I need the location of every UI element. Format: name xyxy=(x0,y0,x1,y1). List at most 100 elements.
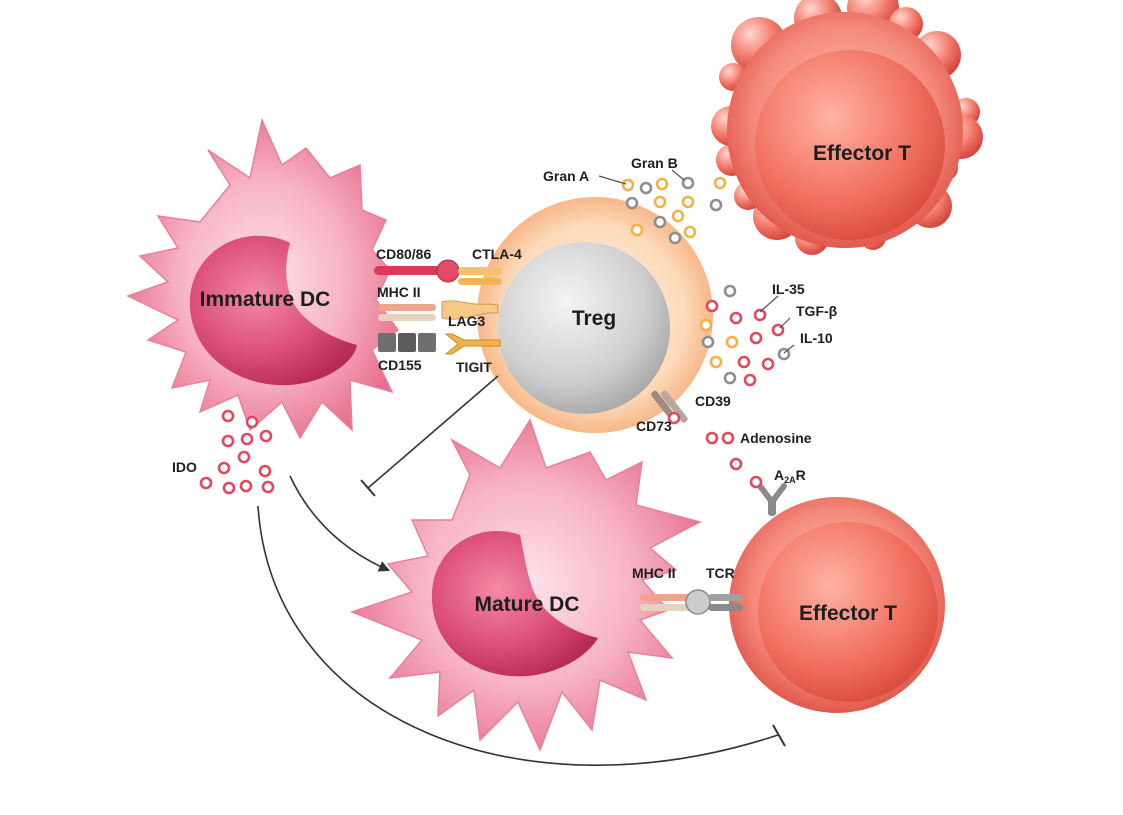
cytokine-dot xyxy=(709,355,723,369)
lag3-receptor xyxy=(441,300,499,320)
adenosine-dot xyxy=(667,411,681,425)
granzyme-dot xyxy=(713,176,727,190)
cd155-receptor-b xyxy=(398,333,416,352)
a2ar-receptor xyxy=(757,483,787,516)
cytokine-dot xyxy=(749,331,763,345)
ido-dot xyxy=(217,461,231,475)
cytokine-dot xyxy=(737,355,751,369)
cytokine-dot xyxy=(705,299,719,313)
effector-t-top-cell: Effector T xyxy=(711,0,983,255)
tcr-receptor-a xyxy=(708,594,743,601)
mhc2-bottom-receptor-b xyxy=(640,604,695,611)
granzyme-dot xyxy=(639,181,653,195)
tcr-label: TCR xyxy=(706,565,735,581)
granzyme-dot xyxy=(671,209,685,223)
ido-dot xyxy=(240,432,254,446)
treg-nucleus xyxy=(498,242,670,414)
il35-label: IL-35 xyxy=(772,281,805,297)
ctla4-receptor xyxy=(458,267,502,275)
a2ar-main: A xyxy=(774,467,784,483)
mature-dc-nucleus xyxy=(431,530,598,677)
peptide-antigen xyxy=(685,589,711,615)
mhc2-left-label: MHC II xyxy=(377,284,421,300)
mhc2-bottom-receptor-a xyxy=(640,594,695,601)
a2ar-label: A2AR xyxy=(774,467,806,485)
adenosine-dot xyxy=(705,431,719,445)
cd155-label: CD155 xyxy=(378,357,422,373)
cytokine-dot xyxy=(701,335,715,349)
cytokine-dot xyxy=(723,371,737,385)
cd73-enzyme xyxy=(661,390,688,423)
effector-t-top-label: Effector T xyxy=(813,142,911,165)
tgfb-label: TGF-β xyxy=(796,303,838,319)
gran-a-label: Gran A xyxy=(543,168,589,184)
granzyme-dot xyxy=(630,223,644,237)
granzyme-dot xyxy=(653,195,667,209)
treg-cell: Treg xyxy=(477,197,713,433)
cd80-86-ctla4-ligand xyxy=(436,259,460,283)
cytokine-dot xyxy=(753,308,767,322)
ido-label: IDO xyxy=(172,459,197,475)
ido-dot xyxy=(222,481,236,495)
granzyme-dot xyxy=(681,176,695,190)
tigit-label: TIGIT xyxy=(456,359,492,375)
ido-dots xyxy=(199,409,275,495)
immature-dc-cell: Immature DC xyxy=(126,117,400,440)
granzyme-dot xyxy=(709,198,723,212)
granzyme-dot xyxy=(653,215,667,229)
ido-dot xyxy=(239,479,253,493)
ido-dot xyxy=(237,450,251,464)
immature-dc-label: Immature DC xyxy=(200,288,331,311)
mature-dc-cell: Mature DC xyxy=(349,418,703,752)
ctla4-receptor-2 xyxy=(458,278,502,285)
granzyme-dot xyxy=(668,231,682,245)
mhc2-left-receptor-a xyxy=(378,304,436,311)
ctla4-label: CTLA-4 xyxy=(472,246,522,262)
effector-t-bottom-cell: Effector T xyxy=(729,497,945,713)
cd80-86-label: CD80/86 xyxy=(376,246,431,262)
cytokine-dot xyxy=(729,311,743,325)
cytokine-dot xyxy=(699,318,713,332)
adenosine-dots xyxy=(667,411,763,489)
granzyme-dot xyxy=(683,225,697,239)
tigit-receptor xyxy=(444,333,501,355)
inhibition-ido-to-effector-t xyxy=(257,505,786,766)
granzyme-dots xyxy=(621,176,727,245)
treg-label: Treg xyxy=(572,307,616,330)
granzyme-dot xyxy=(655,177,669,191)
molecule-labels: CD80/86 CTLA-4 MHC II LAG3 CD155 TIGIT G… xyxy=(172,155,838,581)
cytokine-dot xyxy=(723,284,737,298)
mhc2-left-receptor-b xyxy=(378,314,436,321)
mhc2-bottom-label: MHC II xyxy=(632,565,676,581)
immature-dc-nucleus xyxy=(189,235,357,386)
granzyme-dot xyxy=(681,195,695,209)
il10-label: IL-10 xyxy=(800,330,833,346)
effector-t-top-nucleus xyxy=(755,50,945,240)
ido-dot xyxy=(221,409,235,423)
ido-dot xyxy=(261,480,275,494)
adenosine-dot xyxy=(749,475,763,489)
granzyme-dot xyxy=(625,196,639,210)
gran-b-label: Gran B xyxy=(631,155,678,171)
inhibition-treg-to-mature-dc xyxy=(360,375,499,497)
arrow-immature-to-mature-dc xyxy=(289,475,391,572)
leader-lines xyxy=(598,169,795,354)
a2ar-subscript: 2A xyxy=(784,475,796,485)
cd155-receptor-a xyxy=(378,333,396,352)
cytokine-dot xyxy=(725,335,739,349)
cd39-label: CD39 xyxy=(695,393,731,409)
a2ar-tail: R xyxy=(796,467,806,483)
granzyme-dot xyxy=(621,178,635,192)
effector-t-bottom-label: Effector T xyxy=(799,602,897,625)
cytokine-dot xyxy=(761,357,775,371)
ido-dot xyxy=(245,415,259,429)
cytokine-dots xyxy=(699,284,791,387)
ido-dot xyxy=(199,476,213,490)
lag3-label: LAG3 xyxy=(448,313,486,329)
cd80-86-receptor xyxy=(374,266,444,275)
ido-dot xyxy=(259,429,273,443)
adenosine-dot xyxy=(729,457,743,471)
cd155-receptor-c xyxy=(418,333,436,352)
mature-dc-label: Mature DC xyxy=(474,593,579,616)
